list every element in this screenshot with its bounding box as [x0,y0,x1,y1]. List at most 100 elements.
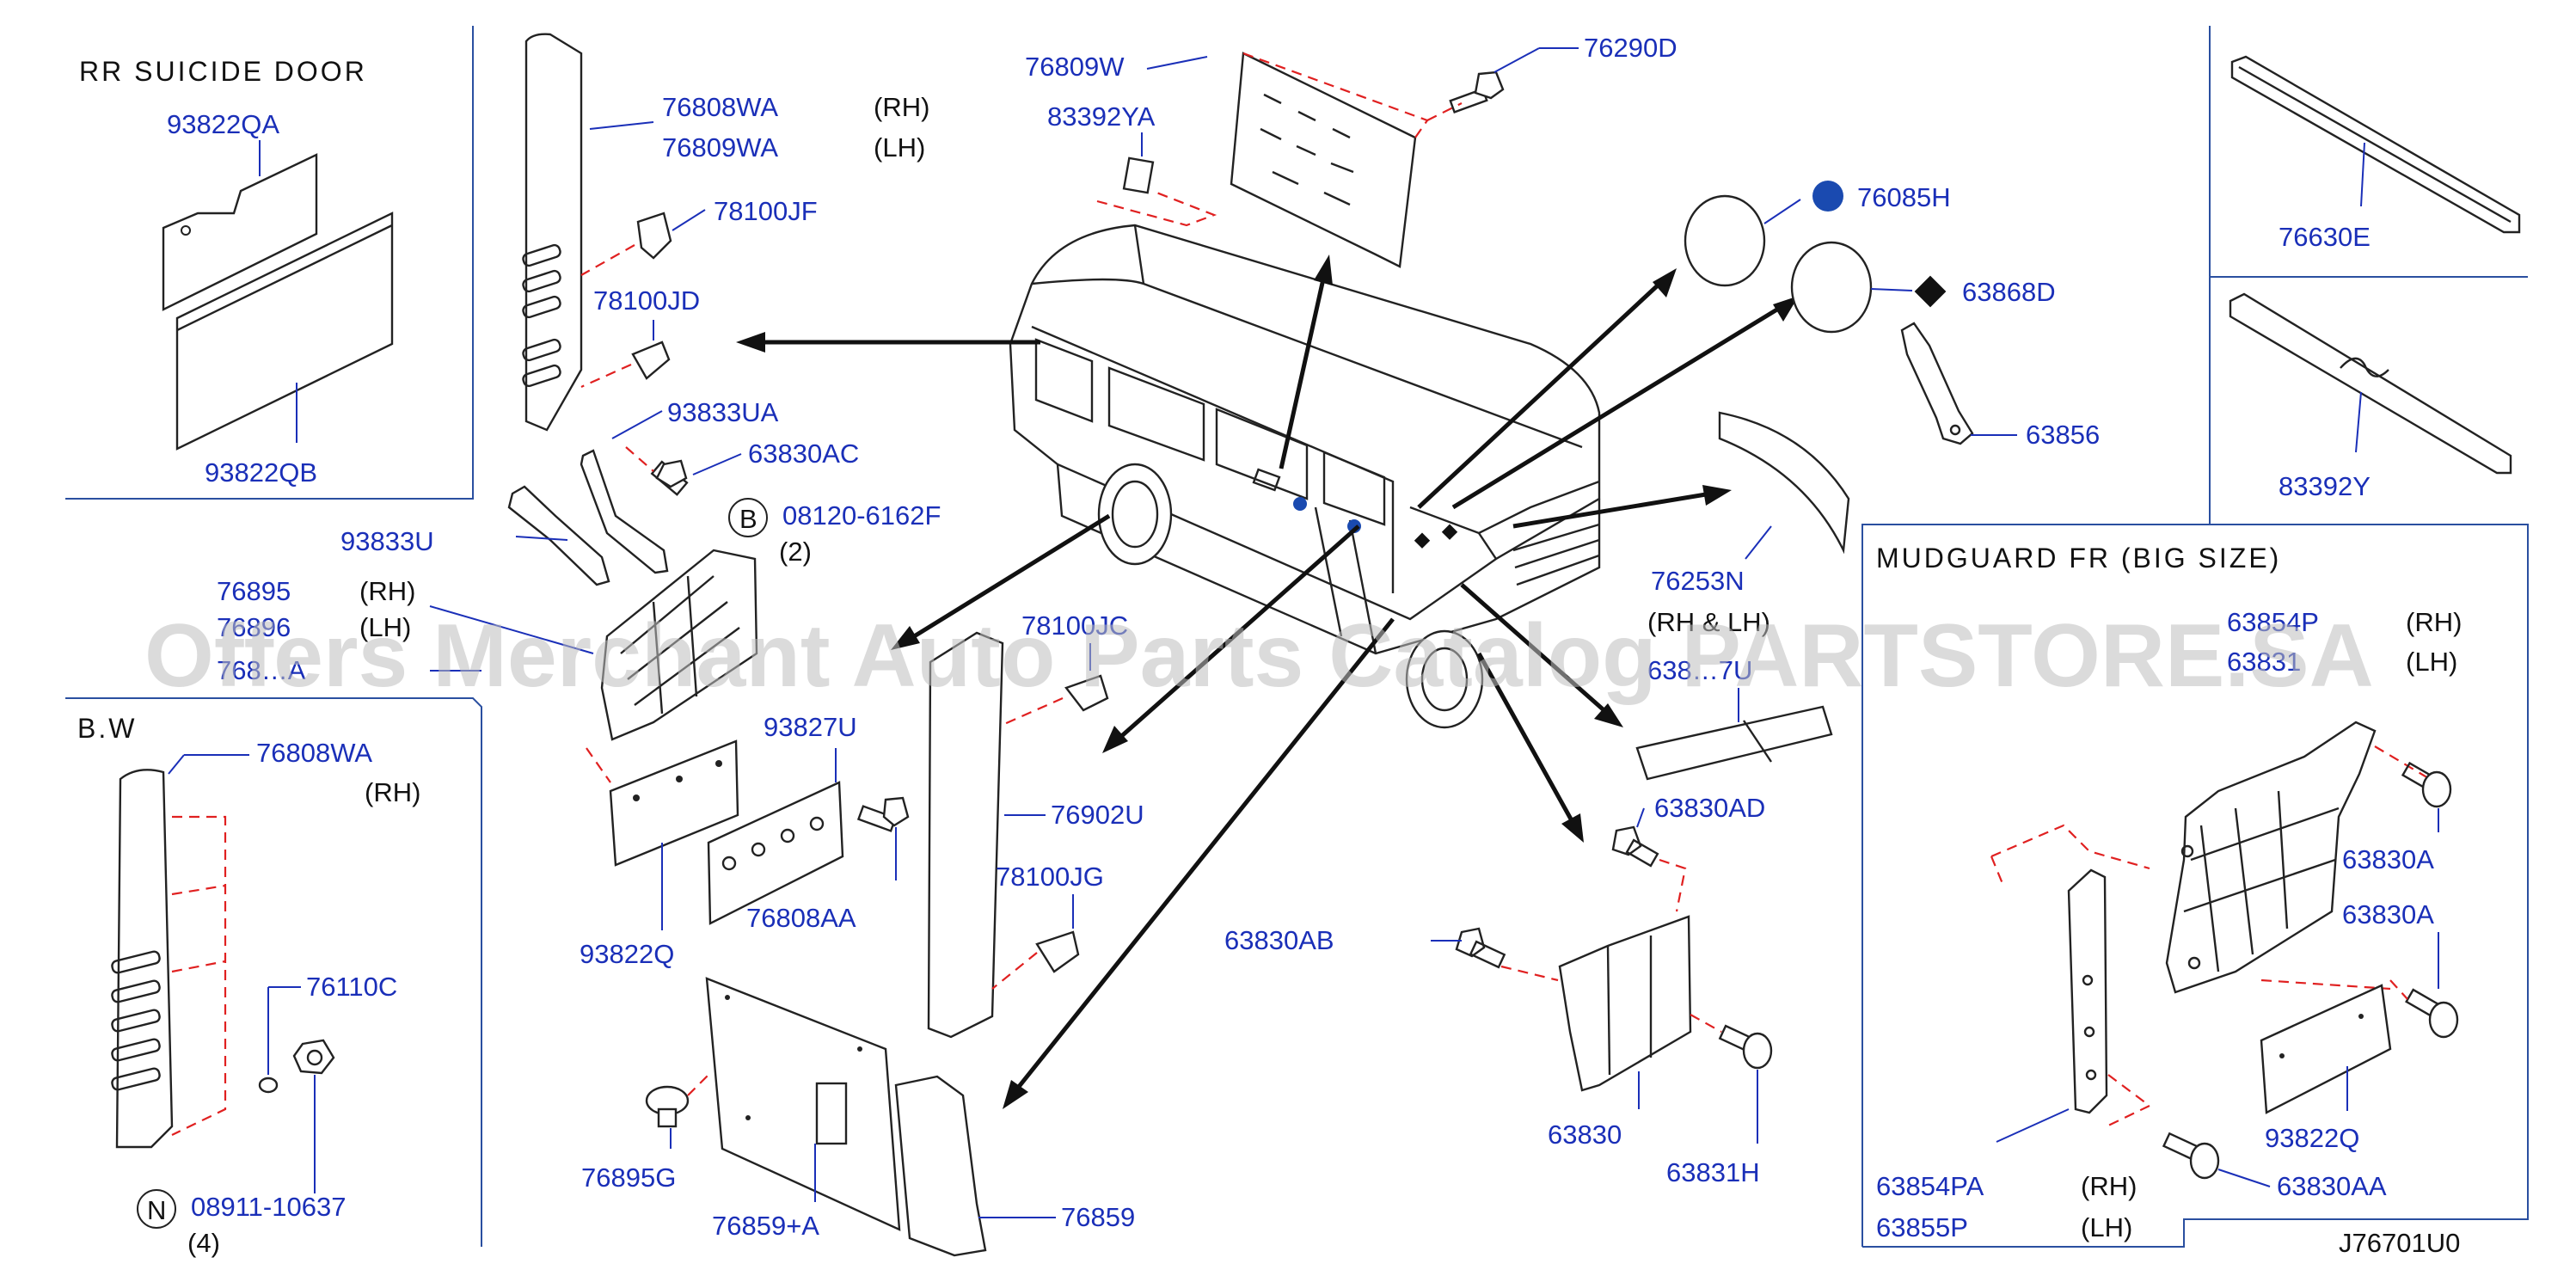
callout-arrows [736,255,1799,1109]
part-label-63830A-2: 63830A [2342,899,2434,929]
part-label-76290D: 76290D [1584,33,1677,63]
part-label-08120-6162F: 08120-6162F [782,500,941,531]
part-label-63830AC: 63830AC [748,439,859,469]
part-label-76859A: 76859+A [712,1211,819,1241]
part-08911-nut [292,1039,335,1075]
left-center-parts: 76808WA (RH) 76809WA (LH) 78100JF 78100J… [217,33,1144,1039]
right-center-parts: 76085H 63868D 63856 76253N (RH & LH) 638… [1224,181,2100,1187]
part-label-76895G: 76895G [581,1163,676,1193]
part-76902U-shape [927,631,1004,1039]
diagram-code: J76701U0 [2339,1228,2460,1258]
part-label-63868D: 63868D [1962,277,2056,307]
part-label-63830: 63830 [1548,1120,1622,1150]
part-93822Q-fr-shape [2260,984,2392,1114]
part-76895-panel [600,549,758,741]
part-63830A-1-bolt [2401,761,2452,808]
section-frames [65,26,2529,1248]
side-label-76809WA-lh: (LH) [874,132,925,163]
part-76808WA-bw-shape [115,769,174,1149]
part-63830AA-screw [2162,1132,2220,1180]
part-63831H-screw [1718,1024,1773,1070]
part-63830-shape [1558,915,1692,1092]
part-label-93822Q: 93822Q [580,939,674,969]
part-76253N-shape [1718,411,1850,555]
side-label-63854PA-rh: (RH) [2081,1171,2137,1201]
part-label-93827U: 93827U [764,712,857,742]
part-76895G-clip [645,1085,690,1128]
side-label-63831-lh: (LH) [2406,647,2457,677]
part-63830AC-bolt [650,459,689,496]
part-label-83392Y: 83392Y [2279,471,2371,501]
side-label-bw-rh: (RH) [365,777,420,807]
part-label-76809WA: 76809WA [662,132,778,163]
van-body-illustration [1009,224,1601,729]
symbol-circle-n: N [147,1195,166,1225]
part-78100JD-shape [631,340,671,380]
part-label-76895: 76895 [217,576,291,606]
part-76808AA-shape [707,781,844,925]
part-label-76808WA-bw: 76808WA [256,738,372,768]
part-label-78100JF: 78100JF [714,196,818,226]
section-heading-mudguard-fr: MUDGUARD FR (BIG SIZE) [1876,543,2281,574]
part-label-63830AB: 63830AB [1224,925,1334,955]
part-label-63855P: 63855P [1876,1212,1968,1242]
part-label-63854P: 63854P [2227,607,2319,637]
quantity-08120-6162F: (2) [779,537,812,567]
part-76859-shape [894,1075,987,1257]
part-label-768xxA: 768…A [217,655,306,685]
part-label-76896: 76896 [217,612,291,642]
part-label-63831H: 63831H [1666,1157,1760,1187]
part-76808WA-shape [524,33,583,432]
part-63854P-shape [2165,721,2377,994]
part-label-78100JG: 78100JG [996,862,1104,892]
part-63854PA-shape [2067,868,2108,1114]
part-93833U-shape [507,485,610,586]
symbol-circle-b: B [739,504,757,534]
part-label-76859: 76859 [1061,1202,1135,1232]
part-label-76630E: 76630E [2279,222,2371,252]
side-label-63855P-lh: (LH) [2081,1212,2132,1242]
section-heading-bw: B.W [77,713,137,744]
top-right-rails: 76630E 83392Y [2229,55,2521,501]
part-78100JG-shape [1035,930,1080,973]
part-78100JF-shape [636,212,672,260]
part-93822Q-shape [609,739,739,867]
part-83392Y-shape [2229,292,2512,475]
part-label-63854PA: 63854PA [1876,1171,1984,1201]
part-label-93822Q-fr: 93822Q [2265,1123,2359,1153]
side-label-76896-lh: (LH) [359,612,411,642]
part-label-63856: 63856 [2026,420,2100,450]
part-label-76902U: 76902U [1051,800,1144,830]
watermark-text: Offers Merchant Auto Parts Catalog PARTS… [144,606,2374,706]
part-76085H-shape [1684,194,1766,287]
part-label-638x31: 63831 [2227,647,2301,677]
part-label-76253N: 76253N [1651,566,1745,596]
section-heading-rr-suicide-door: RR SUICIDE DOOR [79,56,367,87]
part-label-93833UA: 93833UA [667,397,779,427]
part-label-76809W: 76809W [1025,52,1125,82]
part-label-93822QA: 93822QA [167,109,279,139]
part-63830A-2-bolt [2405,988,2459,1039]
part-label-76085H: 76085H [1857,182,1951,212]
part-label-83392YA: 83392YA [1047,101,1156,132]
part-63868D-shape [1790,241,1873,334]
rr-suicide-door-group: RR SUICIDE DOOR 93822QA 93822QB [79,56,394,488]
part-76290D-screw [1449,71,1505,113]
part-93833UA-shape [580,449,669,574]
quantity-08911-10637: (4) [187,1228,220,1258]
part-638x7U-shape [1635,705,1833,781]
part-63856-shape [1900,322,1974,445]
part-63830AB-bolt [1455,927,1506,969]
part-label-76110C: 76110C [306,972,397,1002]
part-63830AD-bolt [1611,825,1659,868]
part-label-08911-10637: 08911-10637 [191,1192,346,1222]
bottom-center-parts: 76859+A 76859 76895G [581,977,1135,1257]
part-label-63830AD: 63830AD [1654,793,1765,823]
side-label-76895-rh: (RH) [359,576,415,606]
part-label-63830AA: 63830AA [2277,1171,2387,1201]
top-center-parts: 76809W 76290D 83392YA [1025,33,1677,268]
part-label-78100JD: 78100JD [593,285,700,316]
part-76859A-shape [705,977,901,1231]
side-label-63854P-rh: (RH) [2406,607,2462,637]
